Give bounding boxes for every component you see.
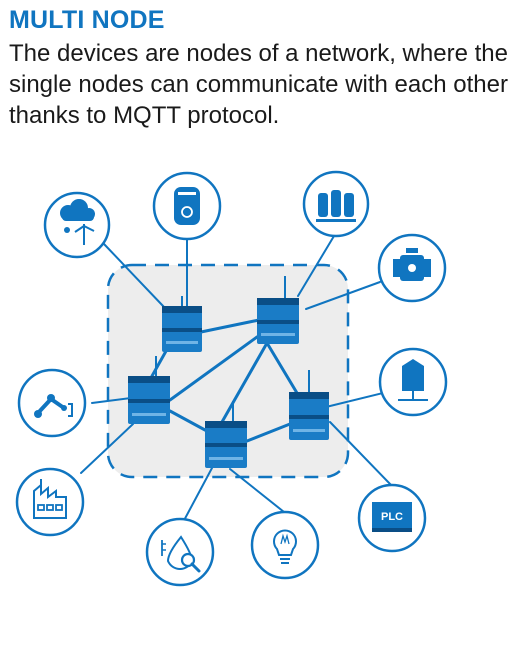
device-links [80,235,393,527]
factory-icon [15,467,85,537]
plc-label: PLC [381,511,403,523]
smart-device-icon [152,171,222,241]
network-node [289,370,329,440]
valve-meter-icon [377,233,447,303]
network-node [162,296,202,352]
network-node [128,356,170,424]
cloud-wind-icon [43,191,111,259]
light-bulb-icon [250,510,320,580]
network-node [257,276,299,344]
plc-icon [357,483,427,553]
network-node [205,401,247,468]
robot-arm-icon [17,368,87,438]
description-text: The devices are nodes of a network, wher… [9,40,508,129]
tanks-icon [302,170,370,238]
silo-icon [378,347,448,417]
water-search-icon [145,517,215,587]
page-title: MULTI NODE [9,6,165,34]
